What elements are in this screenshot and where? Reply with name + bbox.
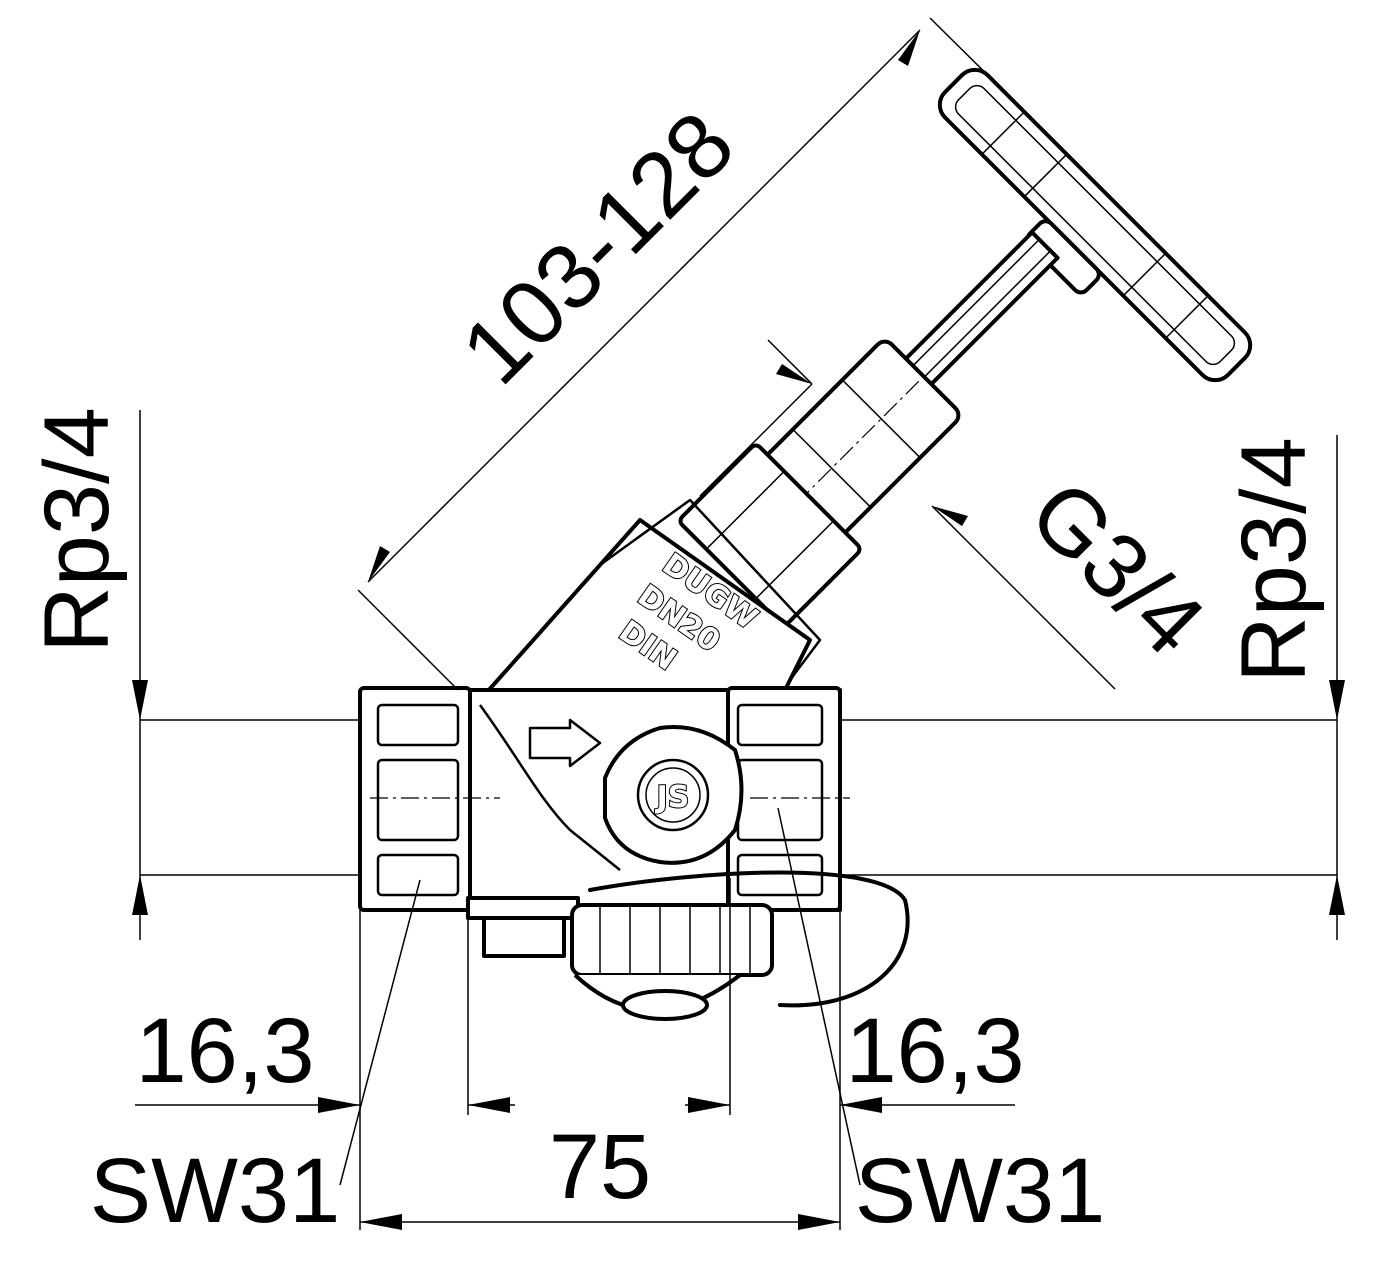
hex-nut: [678, 443, 862, 627]
logo-knob: JS: [603, 724, 744, 865]
dim-rp34-right: Rp3/4: [840, 435, 1345, 940]
dim-rp34-left: Rp3/4: [26, 407, 360, 940]
wrench-right-label: SW31: [855, 1140, 1106, 1242]
length-adjust-label: 103-128: [443, 93, 754, 404]
rp34-left-label: Rp3/4: [26, 407, 128, 653]
dim-wrench: SW31 SW31: [90, 807, 1106, 1242]
flow-arrow-icon: [528, 718, 602, 768]
offset-left-label: 16,3: [135, 1000, 314, 1102]
dim-overall: 75: [360, 1116, 840, 1230]
valve-body: JS DUGW DN20 DIN: [358, 498, 910, 1021]
dim-offsets: 16,3 16,3: [135, 878, 1025, 1230]
logo-mark: JS: [655, 780, 690, 815]
overall-length-label: 75: [549, 1116, 651, 1218]
wrench-left-label: SW31: [90, 1140, 341, 1242]
rp34-right-label: Rp3/4: [1223, 437, 1325, 683]
handwheel: [937, 67, 1253, 383]
g34-label: G3/4: [1010, 461, 1223, 674]
offset-right-label: 16,3: [845, 1000, 1024, 1102]
handwheel-assembly: [678, 67, 1253, 627]
